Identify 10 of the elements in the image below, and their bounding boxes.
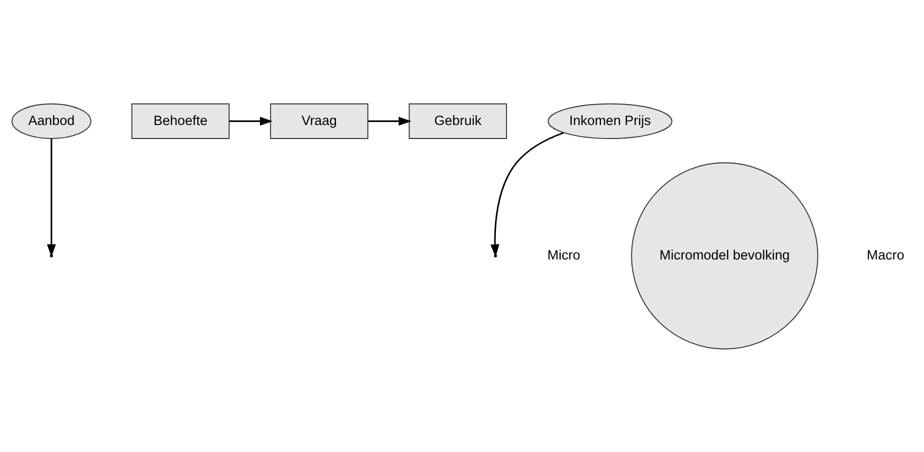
node-circle: Micromodel bevolking (631, 162, 818, 349)
arrow (368, 116, 412, 126)
node-box: Gebruik (408, 102, 507, 138)
label: Macro (866, 246, 904, 262)
label: Micro (547, 246, 580, 262)
node-ellipse: Inkomen Prijs (548, 102, 672, 138)
node-ellipse: Aanbod (12, 102, 92, 138)
node-box: Behoefte (131, 102, 230, 138)
node-box: Vraag (270, 102, 368, 138)
arrow (229, 116, 273, 126)
